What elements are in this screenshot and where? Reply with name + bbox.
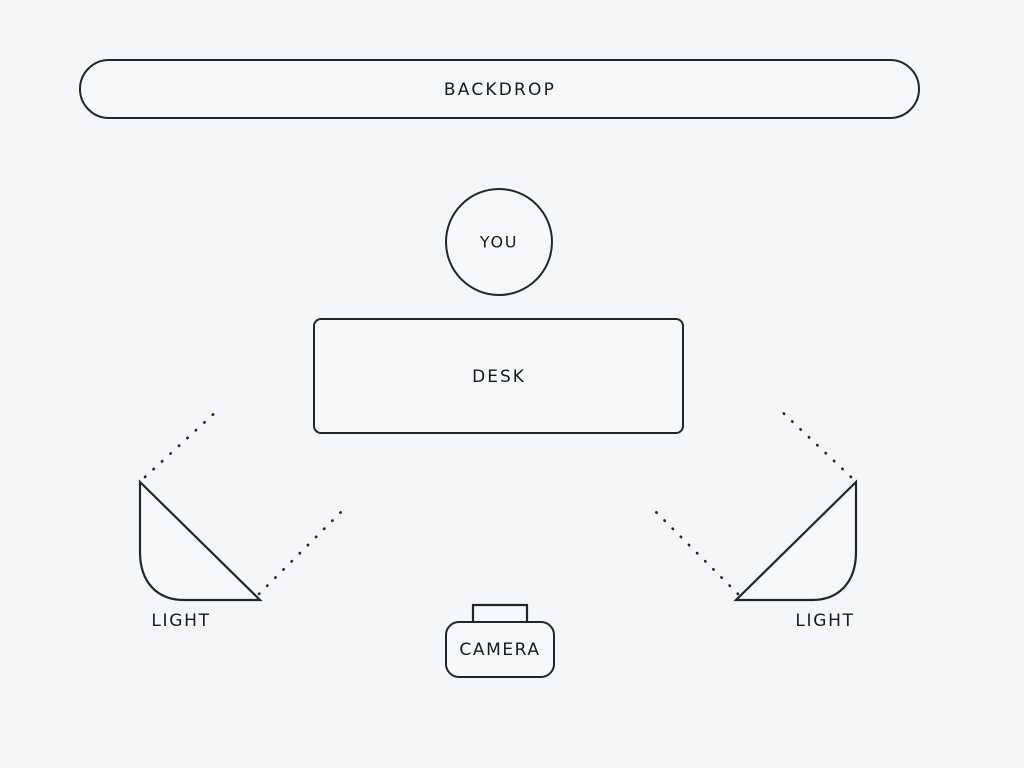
backdrop-label: BACKDROP	[443, 80, 557, 100]
camera-label: CAMERA	[459, 640, 541, 660]
desk-label: DESK	[472, 367, 526, 387]
beam-right-to-subject-icon	[649, 505, 740, 596]
light-left-label: LIGHT	[151, 611, 211, 631]
light-right-label: LIGHT	[795, 611, 855, 631]
beam-left-to-subject-icon	[257, 505, 348, 596]
you-shape[interactable]	[445, 188, 553, 296]
beam-right-to-backdrop-icon	[777, 407, 853, 479]
backdrop-shape[interactable]	[79, 59, 920, 119]
camera-hood-icon	[471, 603, 529, 622]
camera-body-shape[interactable]	[445, 621, 555, 678]
you-label: YOU	[479, 232, 519, 252]
light-left-shape[interactable]	[138, 479, 263, 602]
desk-shape[interactable]	[313, 318, 684, 434]
beam-left-to-backdrop-icon	[143, 407, 221, 479]
light-right-shape[interactable]	[733, 479, 858, 602]
